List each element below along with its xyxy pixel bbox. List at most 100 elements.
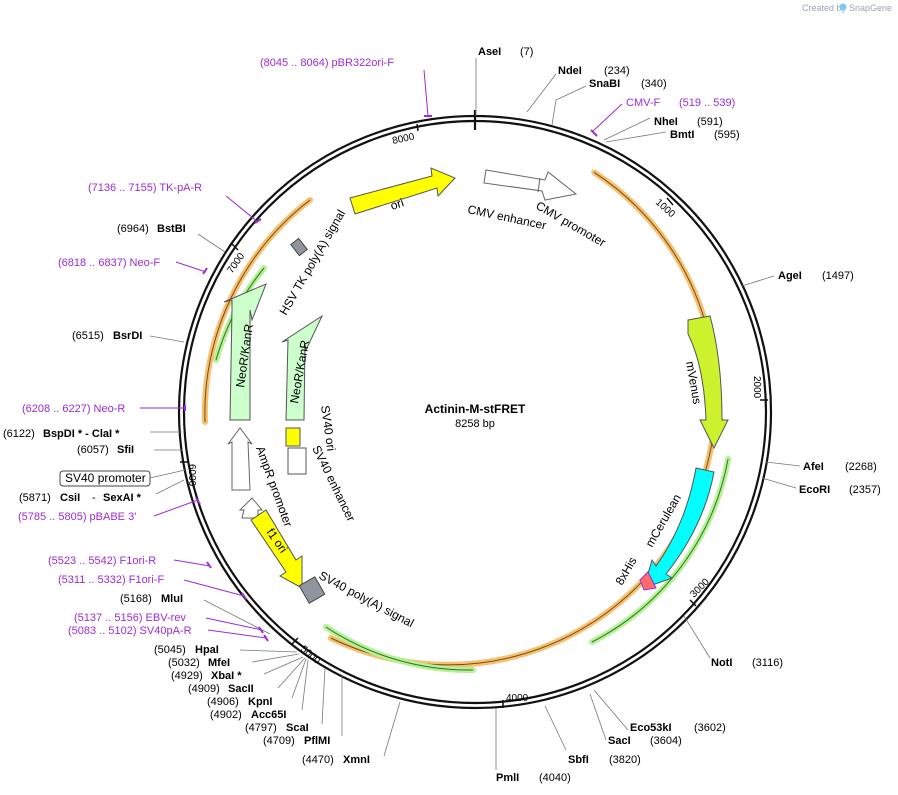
primer-name[interactable]: CMV-F <box>626 97 661 109</box>
enzyme-name[interactable]: KpnI <box>248 696 272 708</box>
primer-mark-neof <box>202 267 208 275</box>
enzyme-pos: (3602) <box>694 722 726 734</box>
enzyme-name[interactable]: BmtI <box>670 129 694 141</box>
leader-mfei <box>251 653 300 663</box>
feature-his-label: 8xHis <box>612 555 639 588</box>
primer-label[interactable]: (6208 .. 6227) Neo-R <box>22 403 125 415</box>
primer-mark-tkpa <box>254 218 262 224</box>
enzyme-name[interactable]: XmnI <box>343 754 370 766</box>
feature-sv40-enhancer-label: SV40 enhancer <box>309 443 358 523</box>
primer-label[interactable]: (5311 .. 5332) F1ori-F <box>58 574 164 586</box>
primer-label[interactable]: (5523 .. 5542) F1ori-R <box>48 555 156 567</box>
enzyme-name[interactable]: HpaI <box>195 644 219 656</box>
enzyme-name[interactable]: Acc65I <box>251 709 286 721</box>
primer-label[interactable]: (5083 .. 5102) SV40pA-R <box>68 625 192 637</box>
enzyme-name[interactable]: MluI <box>161 593 183 605</box>
enzyme-labels: AseI (7) NdeI (234) SnaBI (340) NheI (59… <box>3 46 881 784</box>
tick-8000: 8000 <box>391 131 415 146</box>
primer-leader-neof <box>175 261 207 273</box>
enzyme-pos: (4797) <box>245 722 277 734</box>
enzyme-name[interactable]: AseI <box>478 46 501 58</box>
enzyme-pos: (5032) <box>168 657 200 669</box>
snapgene-logo-icon <box>839 3 847 11</box>
sv40-promoter-callout[interactable]: SV40 promoter <box>59 469 186 487</box>
primer-leader-pbabe <box>153 499 199 517</box>
enzyme-name[interactable]: SacI <box>608 735 631 747</box>
feature-hsv-tk-label: HSV TK poly(A) signal <box>276 207 348 317</box>
enzyme-csi-pos: (5871) <box>19 492 51 504</box>
enzyme-name[interactable]: NotI <box>711 657 732 669</box>
feature-cmv-divider <box>537 177 541 193</box>
enzyme-sexai[interactable]: SexAI * <box>103 492 142 504</box>
enzyme-name[interactable]: ScaI <box>286 722 309 734</box>
enzyme-pos: (234) <box>604 65 630 77</box>
enzyme-name[interactable]: AfeI <box>803 461 824 473</box>
leader-snabi <box>551 85 587 126</box>
enzyme-pos: (591) <box>697 116 723 128</box>
tick-1000-mark <box>666 197 674 206</box>
credit-created-by: Created by <box>802 3 847 13</box>
enzyme-pos: (2357) <box>849 484 881 496</box>
enzyme-name[interactable]: AgeI <box>778 270 802 282</box>
primer-mark-cmvf <box>590 129 598 137</box>
enzyme-csii[interactable]: CsiI <box>60 492 80 504</box>
primer-label[interactable]: (5785 .. 5805) pBABE 3' <box>18 511 136 523</box>
enzyme-name[interactable]: Eco53kI <box>630 722 672 734</box>
plasmid-name: Actinin-M-stFRET <box>425 402 526 416</box>
feature-hsv-tk-box <box>290 237 308 257</box>
leader-sbfi <box>544 705 567 751</box>
primer-label[interactable]: (6818 .. 6837) Neo-F <box>58 257 160 269</box>
leader-saci <box>589 693 607 741</box>
enzyme-name[interactable]: EcoRI <box>799 484 830 496</box>
credit-brand: SnapGene <box>849 3 892 13</box>
feature-mcerulean-arrow <box>643 467 715 589</box>
enzyme-name[interactable]: XbaI * <box>211 670 242 682</box>
feature-cmv-arrow <box>483 169 578 201</box>
primer-label[interactable]: (7136 .. 7155) TK-pA-R <box>88 182 202 194</box>
orf-arc-left-line <box>204 199 311 423</box>
plasmid-length: 8258 bp <box>455 418 495 430</box>
enzyme-name[interactable]: SbfI <box>568 754 589 766</box>
enzyme-name[interactable]: SnaBI <box>589 78 620 90</box>
enzyme-name[interactable]: NdeI <box>558 65 582 77</box>
enzyme-name[interactable]: BsrDI <box>113 330 142 342</box>
enzyme-pos: (1497) <box>822 270 854 282</box>
enzyme-name[interactable]: PflMI <box>304 735 330 747</box>
enzyme-name[interactable]: MfeI <box>208 657 230 669</box>
tick-4000: 4000 <box>506 693 529 704</box>
enzyme-pos: (5168) <box>120 593 152 605</box>
enzyme-pos: (4929) <box>171 670 203 682</box>
leader-acc65i <box>301 659 309 711</box>
orf-arc-green-right-line <box>591 458 729 643</box>
enzyme-pos: (4470) <box>302 754 334 766</box>
primer-leader-pbr322 <box>423 69 429 117</box>
leader-ndei <box>526 73 557 113</box>
tick-6000: 6000 <box>186 464 197 487</box>
primer-leader-f1orir <box>173 559 211 567</box>
primer-leader-tkpa <box>225 195 259 223</box>
enzyme-name[interactable]: BspDI * - ClaI * <box>43 428 120 440</box>
enzyme-leader-lines <box>149 58 801 770</box>
sv40-promoter-box <box>59 470 151 487</box>
primer-label[interactable]: (8045 .. 8064) pBR322ori-F <box>260 57 394 69</box>
enzyme-pos: (4906) <box>207 696 239 708</box>
enzyme-name[interactable]: SfiI <box>117 444 134 456</box>
tick-8000-mark <box>416 123 419 132</box>
leader-afei <box>765 461 801 467</box>
enzyme-pos: (4709) <box>263 735 295 747</box>
sv40-promoter-leader <box>149 469 186 479</box>
enzyme-name[interactable]: NheI <box>654 116 678 128</box>
primer-mark-ebv <box>258 626 264 634</box>
leader-eco53ki <box>593 689 629 731</box>
tick-7000-mark <box>231 243 239 251</box>
enzyme-pos: (4909) <box>188 683 220 695</box>
feature-sv40-ori-label: SV40 ori <box>318 404 338 452</box>
enzyme-pos: (2268) <box>845 461 877 473</box>
snapgene-credit: Created by SnapGene <box>802 3 892 13</box>
primer-label[interactable]: (5137 .. 5156) EBV-rev <box>74 612 186 624</box>
enzyme-name[interactable]: BstBI <box>157 223 186 235</box>
enzyme-name[interactable]: PmlI <box>496 772 519 784</box>
enzyme-pos: (5045) <box>154 644 186 656</box>
tick-3000-mark <box>689 599 697 607</box>
enzyme-name[interactable]: SacII <box>228 683 254 695</box>
